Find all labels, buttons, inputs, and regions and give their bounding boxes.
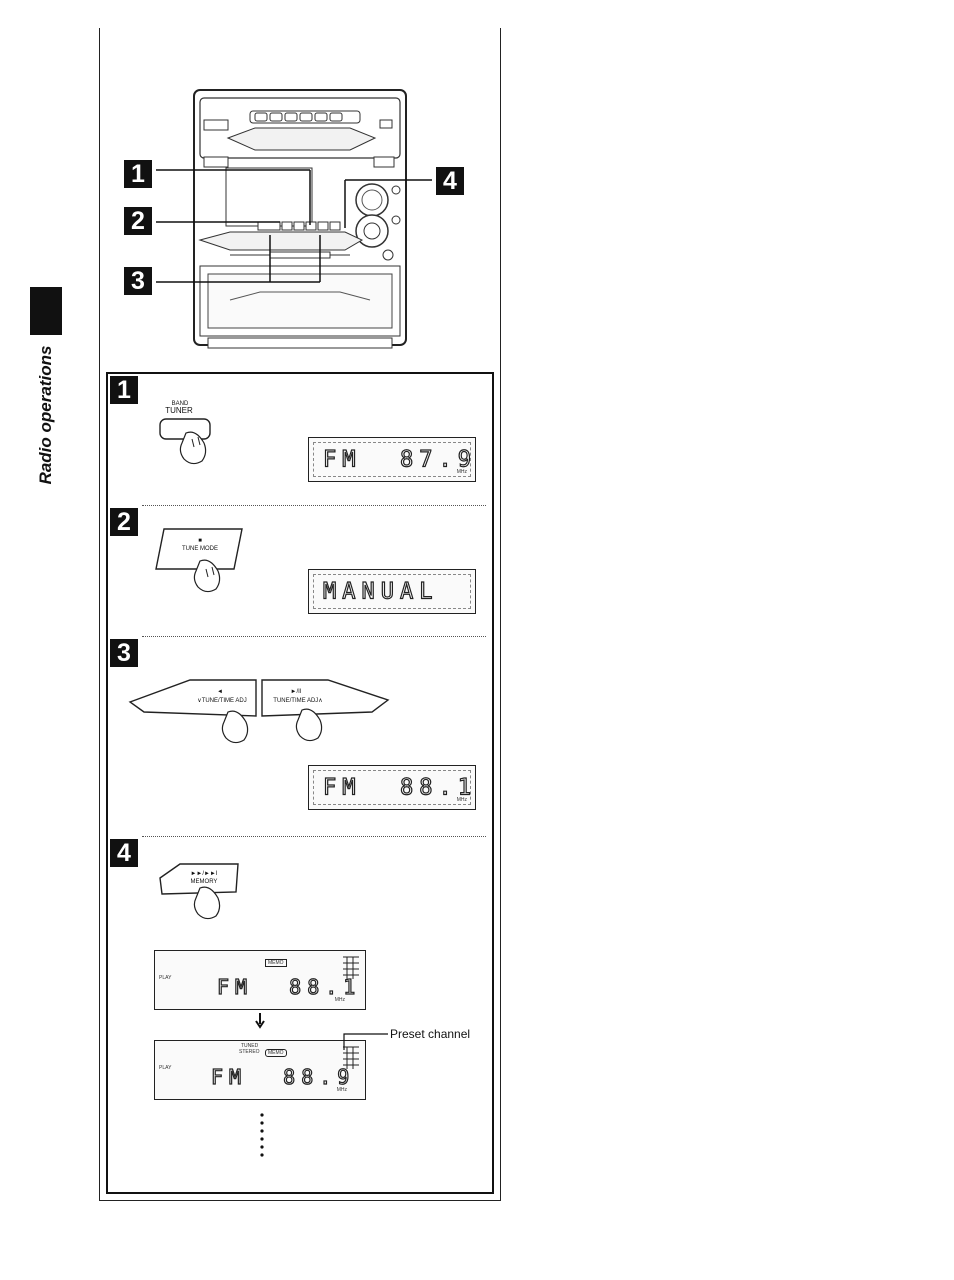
display-text: FM 87.9 bbox=[323, 447, 477, 472]
overview-callout-1: 1 bbox=[124, 160, 152, 188]
overview-callout-4: 4 bbox=[436, 167, 464, 195]
section-label: Radio operations bbox=[36, 346, 56, 485]
display-step-4-flashing: PLAY MEMO FM 88.1 MHz bbox=[154, 950, 366, 1010]
display-text: MANUAL bbox=[323, 579, 438, 604]
display-text: FM 88.9 bbox=[211, 1065, 355, 1089]
overview-callout-3: 3 bbox=[124, 267, 152, 295]
play-pause-icon: ►/II bbox=[276, 689, 316, 696]
tune-adjust-buttons-illustration bbox=[124, 672, 392, 752]
step-2-number: 2 bbox=[110, 508, 138, 536]
display-text: FM 88.1 bbox=[323, 775, 477, 800]
tune-up-button-label[interactable]: TUNE/TIME ADJ∧ bbox=[268, 698, 328, 705]
stereo-system-illustration bbox=[100, 80, 498, 360]
display-step-1: FM 87.9 MHz bbox=[308, 437, 476, 482]
divider bbox=[142, 505, 486, 506]
left-arrow-icon: ◄ bbox=[200, 689, 240, 696]
overview-callout-2: 2 bbox=[124, 207, 152, 235]
divider bbox=[142, 636, 486, 637]
display-step-3: FM 88.1 MHz bbox=[308, 765, 476, 810]
step-1-number: 1 bbox=[110, 376, 138, 404]
tuner-button-label[interactable]: TUNER bbox=[158, 407, 200, 414]
divider bbox=[142, 836, 486, 837]
continuation-dots bbox=[258, 1112, 266, 1158]
tune-mode-button-label[interactable]: TUNE MODE bbox=[172, 546, 228, 553]
display-step-4-result: PLAY TUNED STEREO MEMO FM 88.9 MHz bbox=[154, 1040, 366, 1100]
memory-button-press-illustration bbox=[150, 858, 250, 938]
fast-forward-icon: ►►/►►I bbox=[180, 871, 228, 878]
section-tab-marker bbox=[30, 287, 62, 335]
memory-button-label[interactable]: MEMORY bbox=[180, 879, 228, 886]
step-4-number: 4 bbox=[110, 839, 138, 867]
stop-symbol: ■ bbox=[180, 538, 220, 545]
display-text: FM 88.1 bbox=[217, 975, 361, 999]
preset-leader-line bbox=[340, 1032, 390, 1052]
arrow-down-icon bbox=[254, 1013, 266, 1029]
display-step-2: MANUAL bbox=[308, 569, 476, 614]
step-3-number: 3 bbox=[110, 639, 138, 667]
preset-channel-label: Preset channel bbox=[390, 1027, 470, 1041]
tune-down-button-label[interactable]: ∨TUNE/TIME ADJ bbox=[184, 698, 260, 705]
tune-mode-button-press-illustration bbox=[150, 525, 250, 605]
